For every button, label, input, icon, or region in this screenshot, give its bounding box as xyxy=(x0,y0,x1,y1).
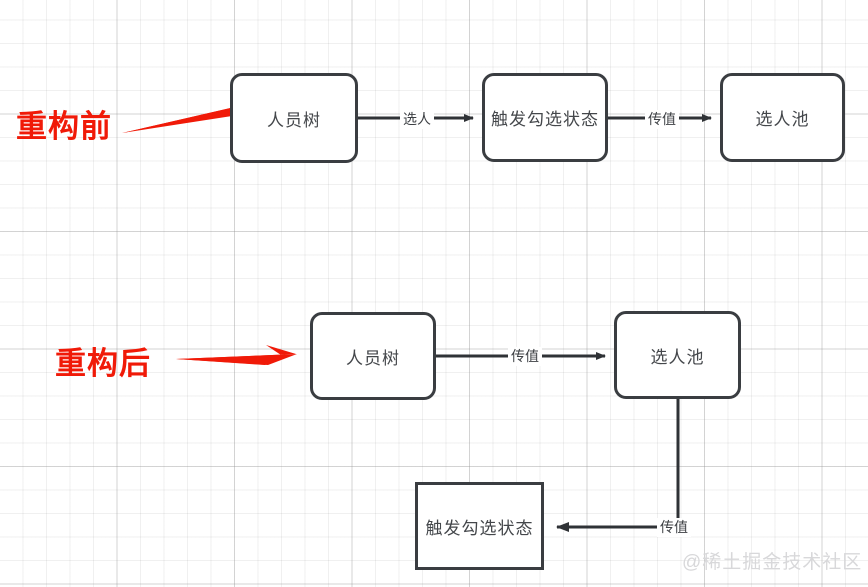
edge-label-after-1: 传值 xyxy=(508,347,542,366)
node-label: 触发勾选状态 xyxy=(491,110,599,129)
node-label: 人员树 xyxy=(267,110,321,130)
node-after-person-pool[interactable]: 选人池 xyxy=(614,311,741,399)
node-label: 选人池 xyxy=(650,347,705,367)
watermark: @稀土掘金技术社区 xyxy=(682,552,863,573)
node-label: 人员树 xyxy=(346,348,400,368)
node-after-trigger-check-state[interactable]: 触发勾选状态 xyxy=(415,482,544,570)
node-before-person-pool[interactable]: 选人池 xyxy=(720,73,845,162)
after-pointer-arrow xyxy=(176,345,297,365)
edge-label-before-2: 传值 xyxy=(645,110,679,129)
edge-after-2-line xyxy=(556,399,680,532)
section-label-after: 重构后 xyxy=(55,346,151,381)
node-after-person-tree[interactable]: 人员树 xyxy=(310,312,436,400)
edge-label-before-1: 选人 xyxy=(400,110,434,129)
node-before-trigger-check-state[interactable]: 触发勾选状态 xyxy=(482,73,608,162)
node-label: 选人池 xyxy=(755,110,810,129)
node-label: 触发勾选状态 xyxy=(425,518,534,538)
section-label-before: 重构前 xyxy=(16,109,112,144)
node-before-person-tree[interactable]: 人员树 xyxy=(230,73,358,163)
edge-label-after-2: 传值 xyxy=(657,518,691,537)
